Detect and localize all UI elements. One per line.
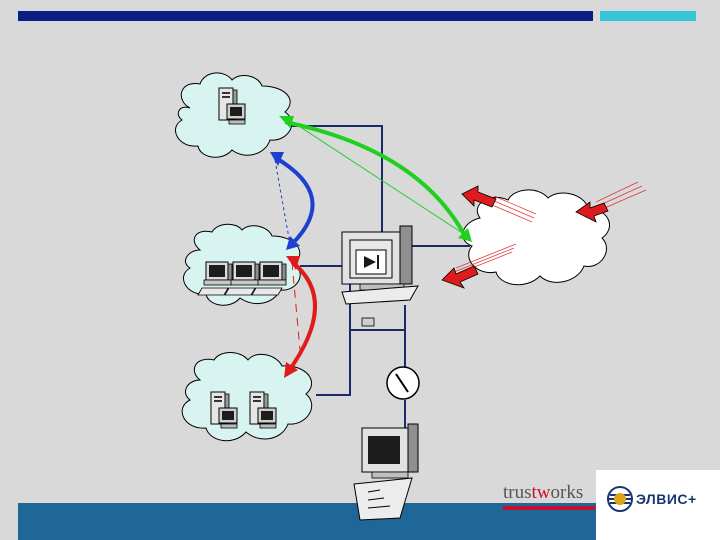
top-decor-bar [18,11,593,21]
blue-link [270,152,315,250]
switch-dial-icon [386,366,420,400]
thin-links [274,116,471,351]
internet-cloud [462,189,611,286]
top-accent-bar [600,11,696,21]
workstation-group-icon [197,261,287,296]
elvis-wordmark: ЭЛВИС+ [636,491,697,507]
trustworks-wordmark: trustworks [503,482,583,504]
wire-network [278,125,470,430]
trustworks-prefix: trus [503,482,532,503]
threat-arrows [441,181,647,289]
trustworks-mid: tw [531,482,551,503]
trustworks-underline [503,506,595,510]
green-link [279,116,472,242]
trustworks-suffix: orks [550,482,584,503]
elvis-logo: ЭЛВИС+ [606,485,716,515]
admin-workstation-icon [353,423,419,521]
trustworks-logo: trustworks [503,482,598,512]
firewall-workstation-icon [341,225,419,327]
red-link [284,256,317,378]
bottom-decor-bar [18,503,596,540]
elvis-globe-icon [607,486,633,512]
